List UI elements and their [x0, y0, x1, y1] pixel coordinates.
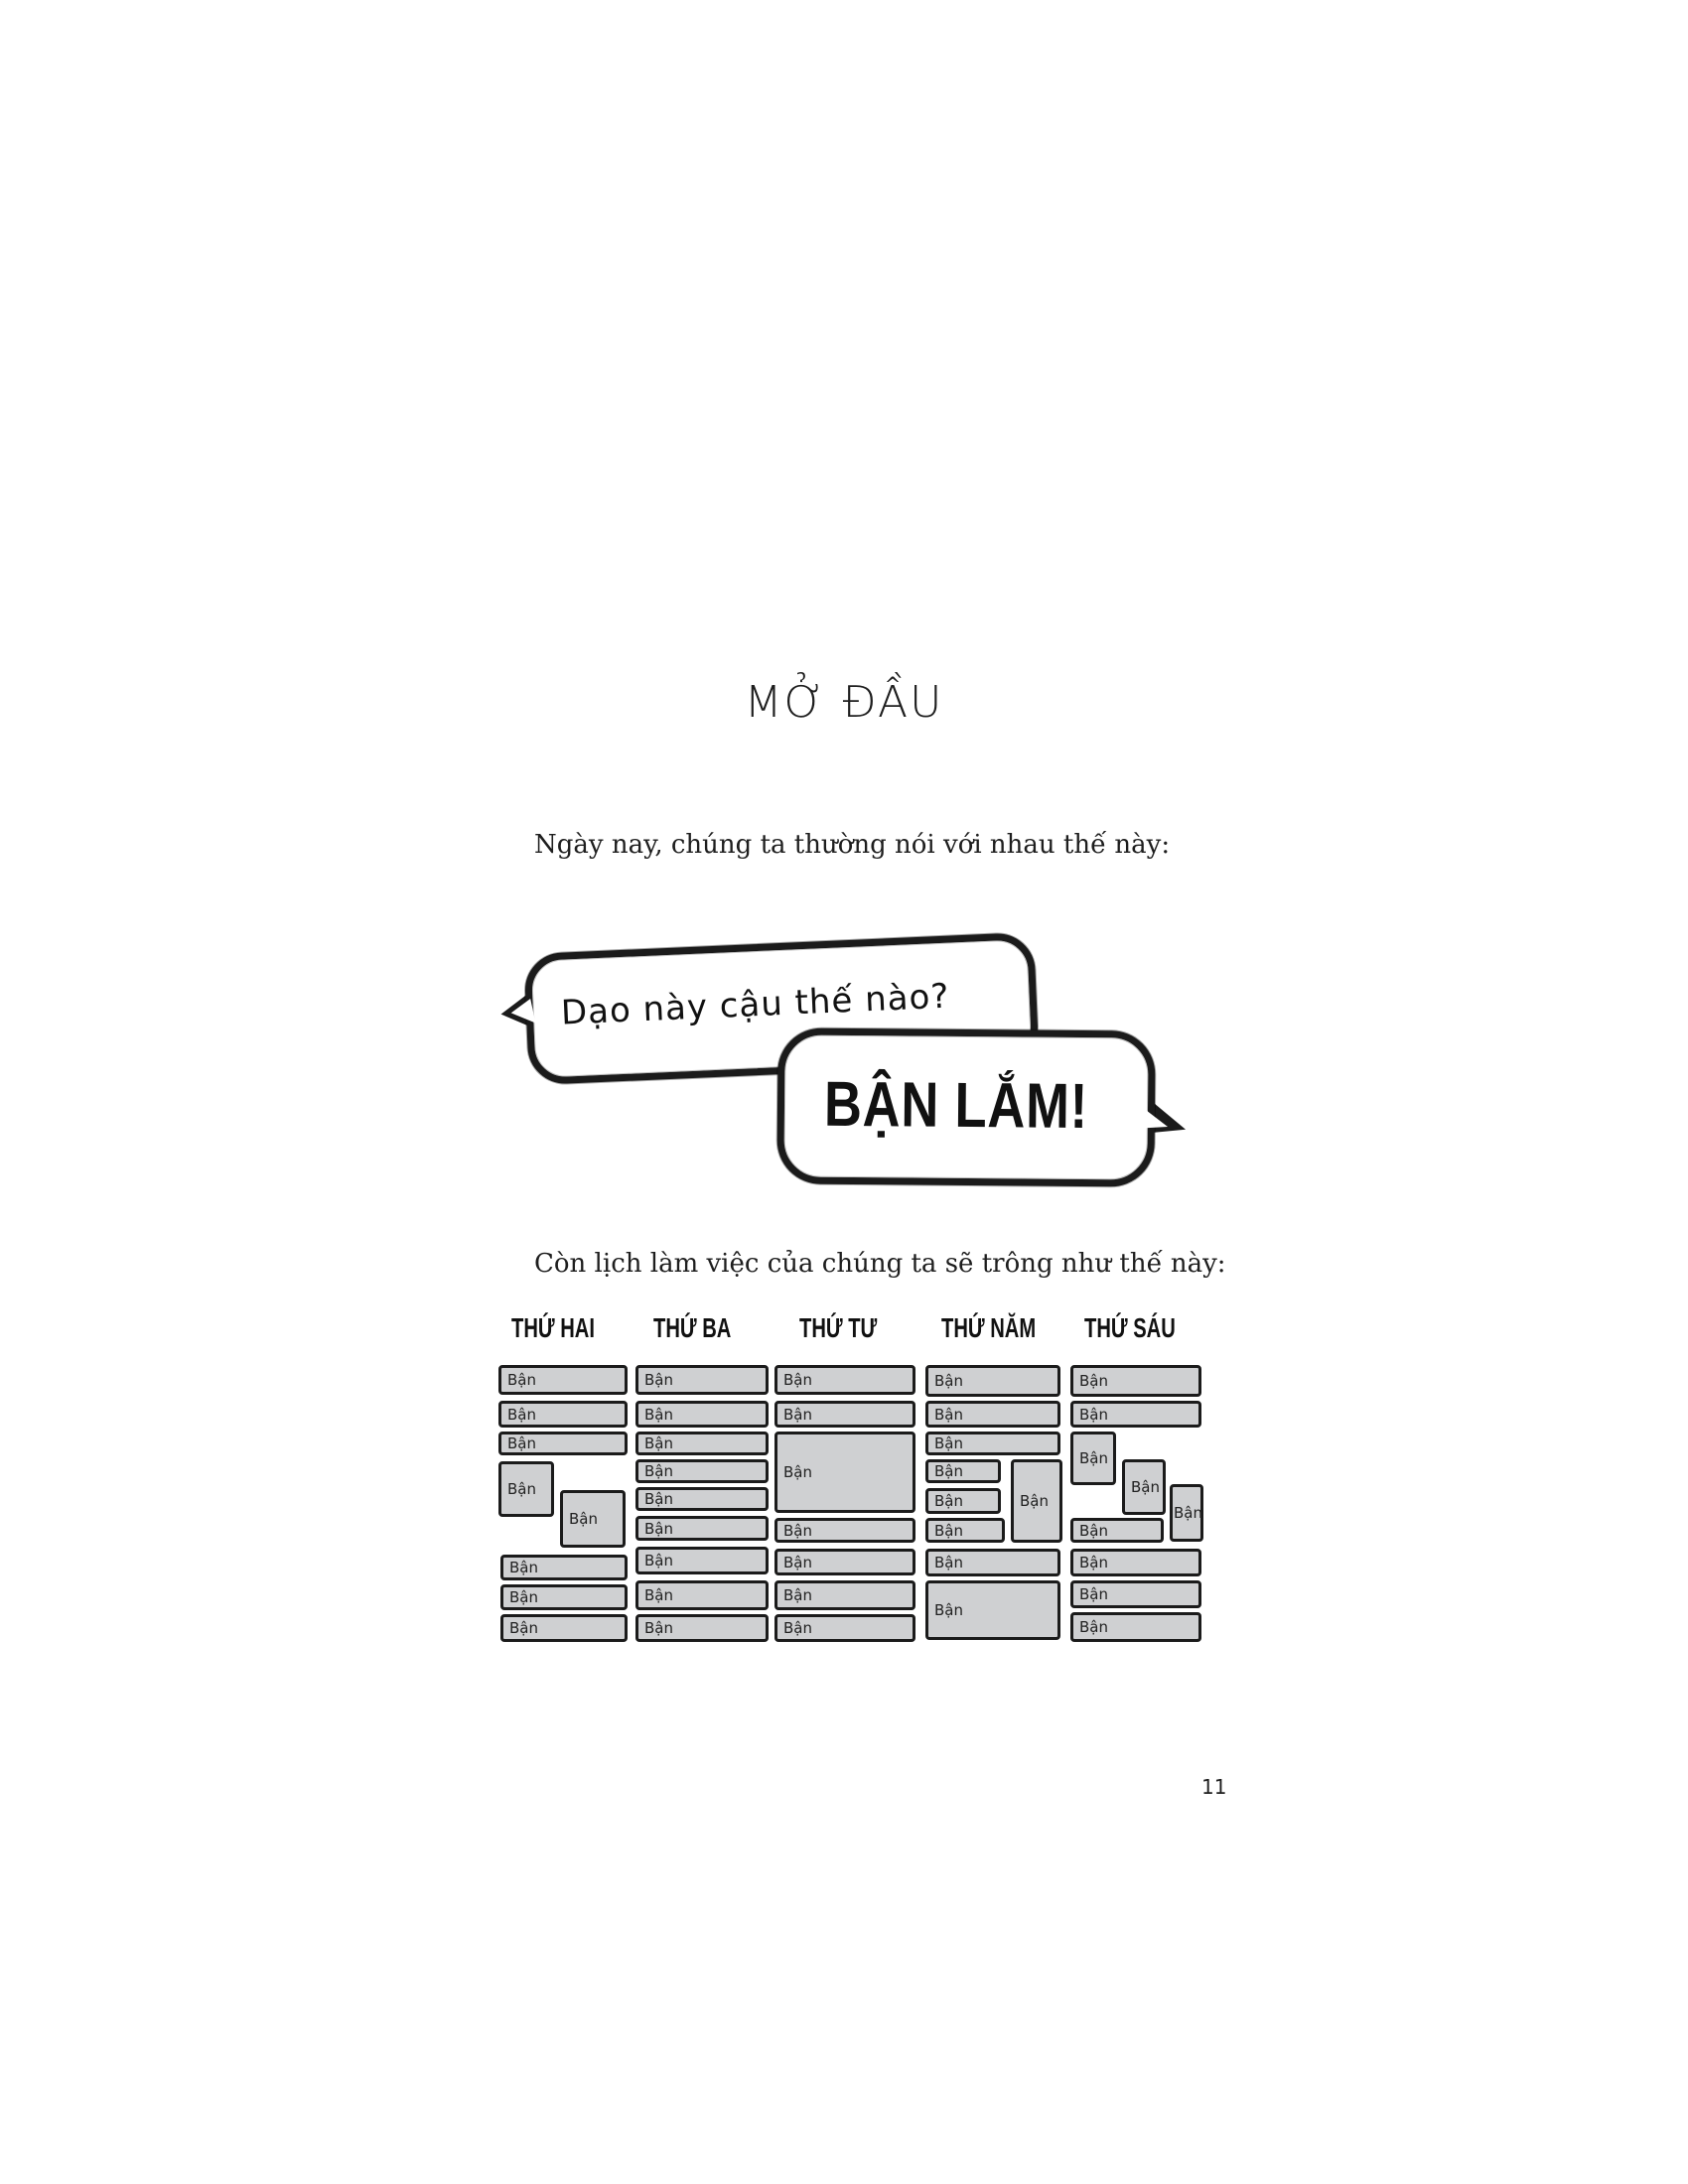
- busy-block: Bận: [774, 1614, 915, 1642]
- busy-block: Bận: [635, 1487, 769, 1511]
- day-header-monday: THỨ HAI: [511, 1312, 595, 1343]
- busy-block: Bận: [1011, 1459, 1062, 1543]
- busy-block: Bận: [635, 1580, 769, 1610]
- busy-block: Bận: [500, 1584, 628, 1610]
- busy-block: Bận: [774, 1518, 915, 1543]
- busy-block: Bận: [1070, 1401, 1201, 1428]
- busy-block: Bận: [774, 1365, 915, 1395]
- question-text: Dạo này cậu thế nào?: [560, 976, 951, 1033]
- busy-block: Bận: [1070, 1549, 1201, 1576]
- chapter-title: MỞ ĐẦU: [744, 677, 944, 728]
- busy-block: Bận: [498, 1461, 554, 1517]
- schedule-intro-paragraph: Còn lịch làm việc của chúng ta sẽ trông …: [534, 1249, 1226, 1279]
- busy-block: Bận: [635, 1614, 769, 1642]
- busy-block: Bận: [635, 1516, 769, 1541]
- busy-block: Bận: [635, 1432, 769, 1455]
- schedule-day-headers: THỨ HAI THỨ BA THỨ TƯ THỨ NĂM THỨ SÁU: [496, 1312, 1203, 1352]
- busy-block: Bận: [925, 1401, 1060, 1428]
- busy-block: Bận: [498, 1401, 628, 1428]
- intro-paragraph: Ngày nay, chúng ta thường nói với nhau t…: [534, 830, 1171, 860]
- busy-block: Bận: [774, 1580, 915, 1610]
- busy-block: Bận: [635, 1547, 769, 1574]
- busy-block: Bận: [635, 1401, 769, 1428]
- day-header-thursday: THỨ NĂM: [941, 1312, 1037, 1343]
- busy-block: Bận: [1170, 1484, 1203, 1542]
- busy-block: Bận: [925, 1459, 1001, 1483]
- busy-block: Bận: [925, 1365, 1060, 1397]
- answer-text: BẬN LẮM!: [823, 1067, 1089, 1143]
- day-header-tuesday: THỨ BA: [653, 1312, 732, 1343]
- day-header-wednesday: THỨ TƯ: [799, 1312, 878, 1343]
- busy-block: Bận: [1070, 1518, 1164, 1543]
- busy-block: Bận: [500, 1614, 628, 1642]
- busy-block: Bận: [500, 1555, 628, 1580]
- busy-block: Bận: [1122, 1459, 1166, 1515]
- busy-block: Bận: [925, 1580, 1060, 1640]
- busy-block: Bận: [925, 1549, 1060, 1576]
- busy-schedule-grid: Bận Bận Bận Bận Bận Bận Bận Bận Bận Bận …: [496, 1362, 1203, 1644]
- day-header-friday: THỨ SÁU: [1084, 1312, 1176, 1343]
- busy-block: Bận: [635, 1459, 769, 1483]
- answer-bubble: BẬN LẮM!: [776, 1027, 1156, 1187]
- busy-block: Bận: [498, 1365, 628, 1395]
- busy-block: Bận: [635, 1365, 769, 1395]
- busy-block: Bận: [560, 1490, 626, 1548]
- busy-block: Bận: [774, 1432, 915, 1513]
- busy-block: Bận: [1070, 1365, 1201, 1397]
- busy-block: Bận: [774, 1401, 915, 1428]
- busy-block: Bận: [925, 1488, 1001, 1514]
- busy-block: Bận: [1070, 1612, 1201, 1642]
- busy-block: Bận: [774, 1549, 915, 1575]
- busy-block: Bận: [925, 1518, 1005, 1543]
- busy-block: Bận: [925, 1432, 1060, 1455]
- busy-block: Bận: [1070, 1580, 1201, 1608]
- page-number: 11: [1201, 1775, 1227, 1799]
- busy-block: Bận: [498, 1432, 628, 1455]
- busy-block: Bận: [1070, 1432, 1116, 1485]
